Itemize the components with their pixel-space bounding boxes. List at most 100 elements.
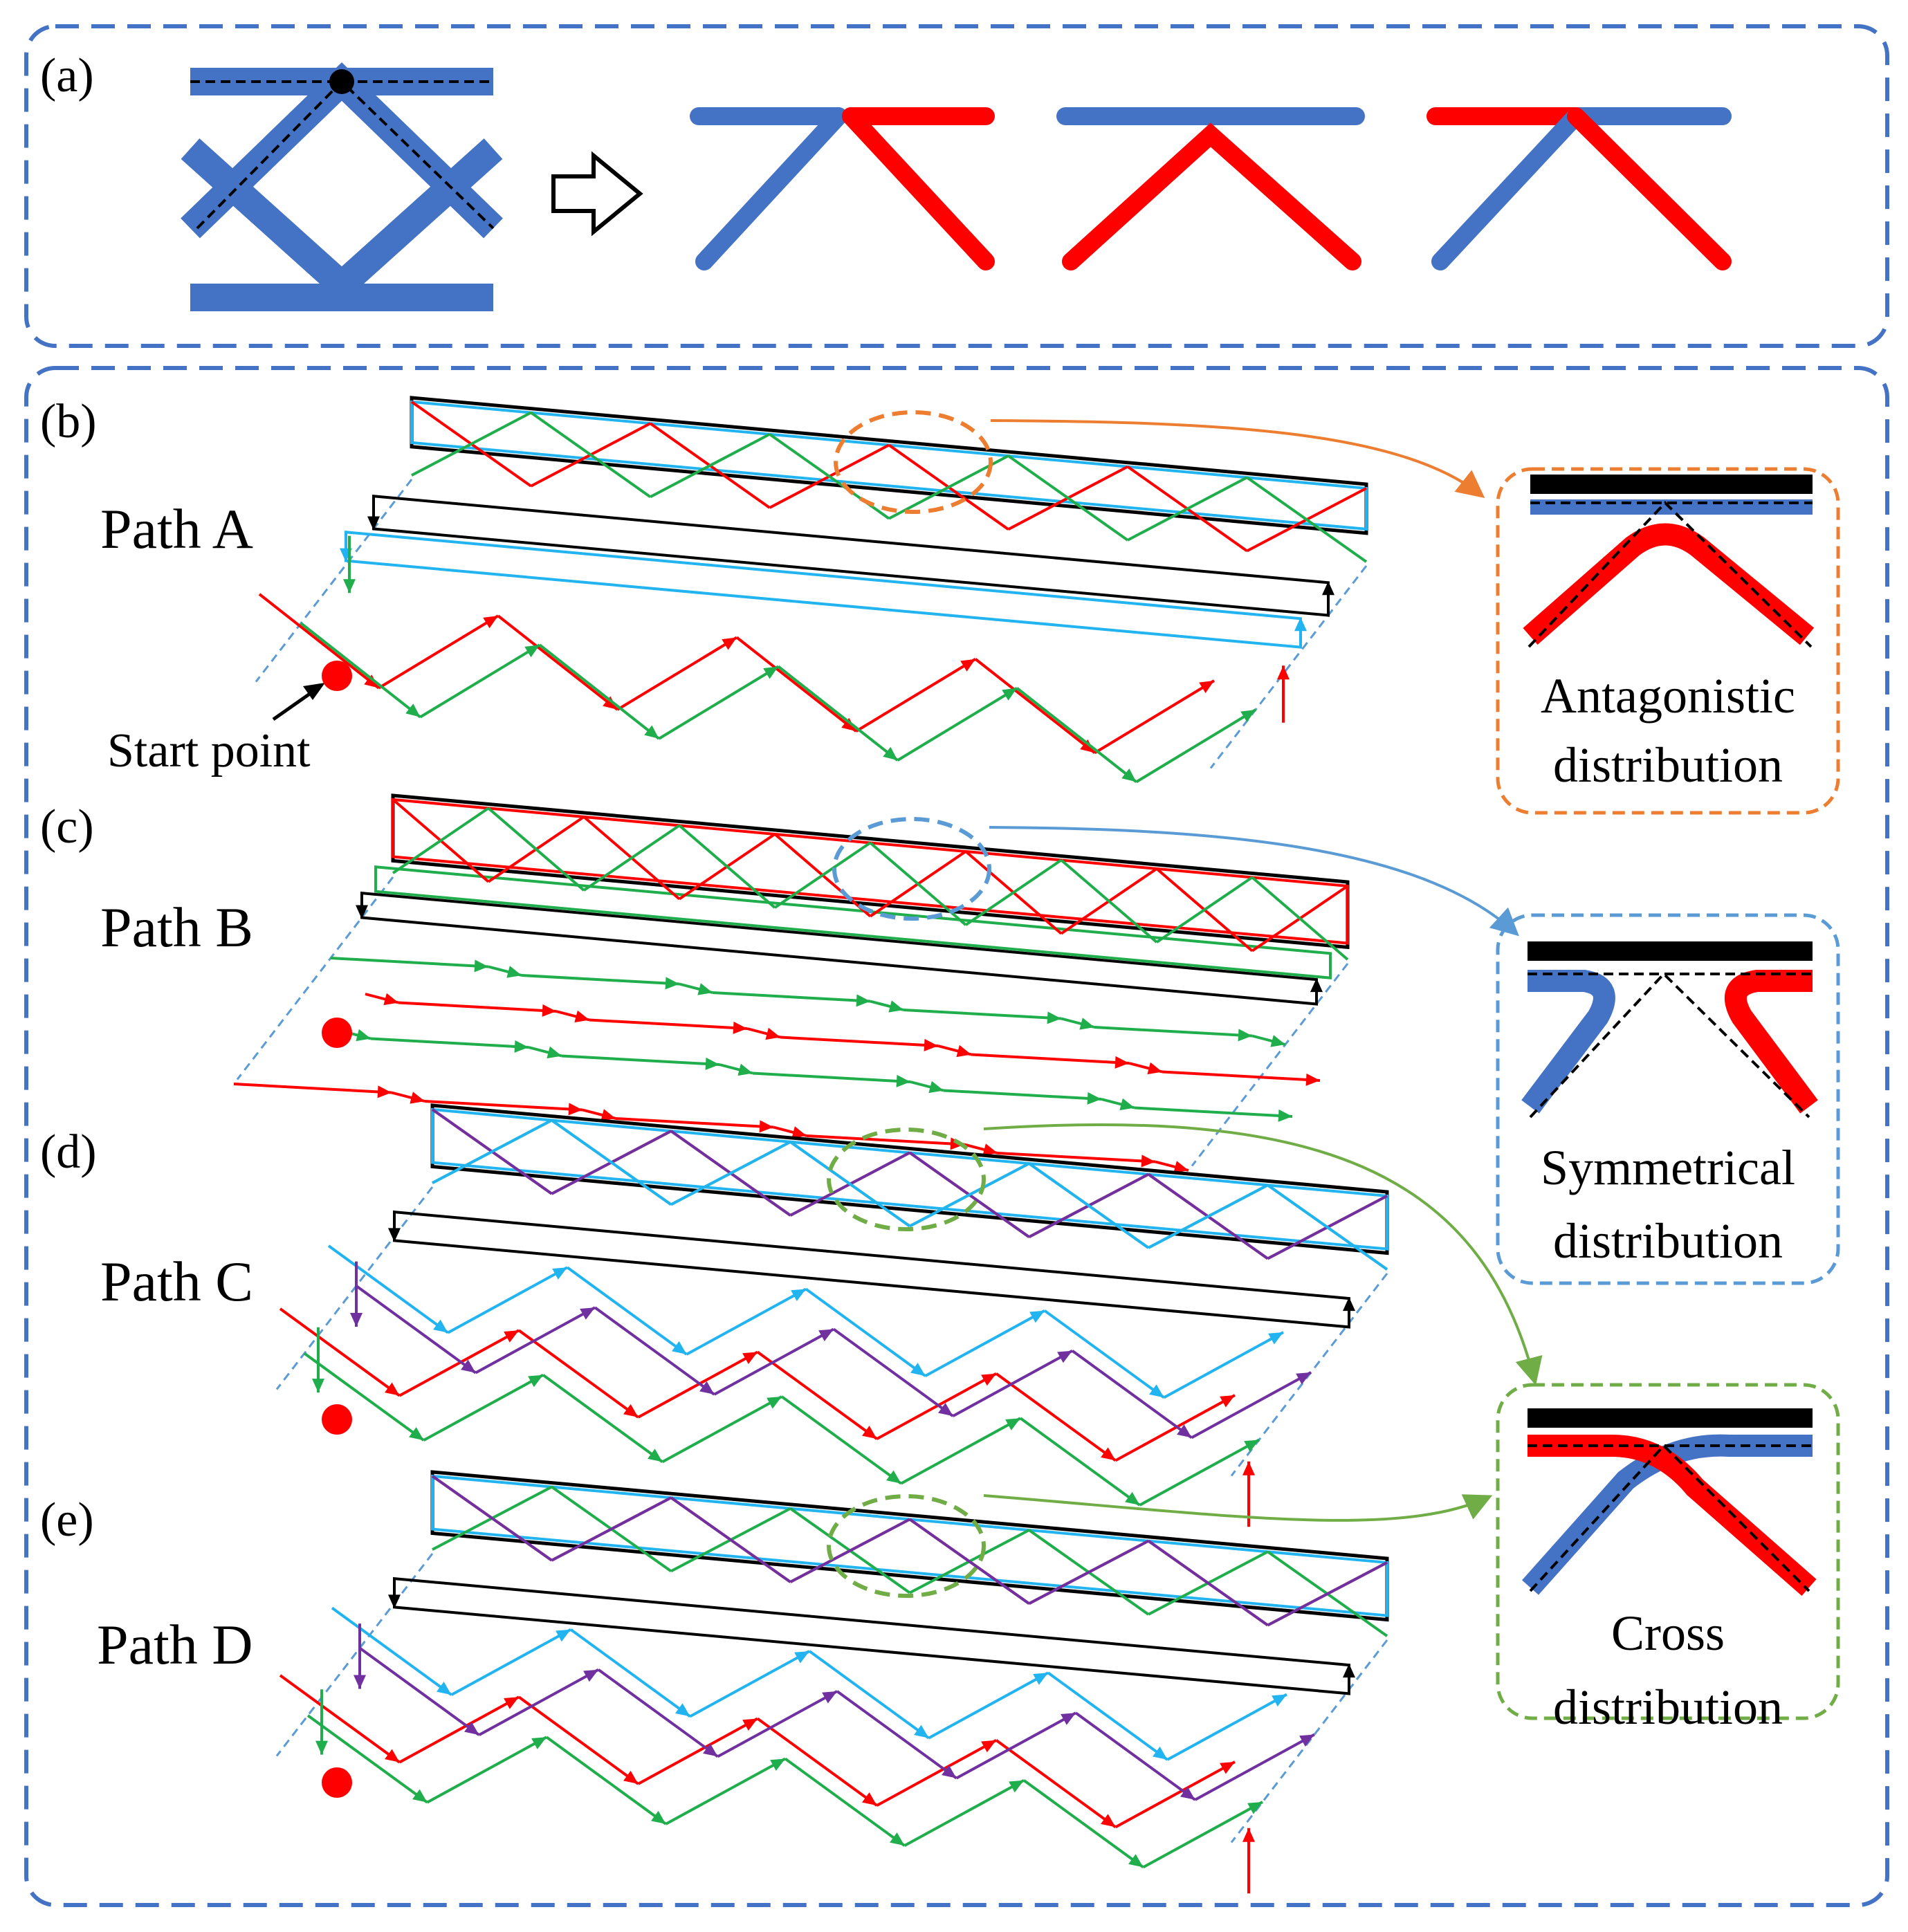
path-segment: [997, 1152, 1156, 1163]
path-segment: [419, 643, 541, 719]
path-segment: [1147, 1540, 1269, 1627]
path-arrowhead: [1343, 1297, 1355, 1312]
path-arrowhead: [1242, 1828, 1255, 1842]
path-arrowhead: [791, 1126, 807, 1139]
path-segment: [650, 433, 771, 499]
path-arrowhead: [890, 1832, 905, 1846]
path-segment: [808, 1650, 930, 1740]
path-segment: [398, 1001, 557, 1013]
path-segment: [928, 1671, 1049, 1740]
path-arrowhead: [1299, 1734, 1314, 1747]
path-arrowhead: [1119, 1098, 1135, 1111]
inset-antagonistic-line1: Antagonistic: [1541, 668, 1795, 724]
path-segment: [327, 1244, 449, 1334]
path-segment: [1135, 708, 1257, 784]
path-segment: [551, 1496, 672, 1562]
path-arrowhead: [367, 516, 380, 531]
inset-cross-line2: distribution: [1553, 1680, 1783, 1735]
path-name-c: Path B: [100, 896, 253, 959]
path-arrowhead: [938, 1403, 953, 1417]
path-segment: [658, 665, 780, 740]
path-segment: [665, 1757, 786, 1825]
callout-e: [827, 1494, 1493, 1598]
panel-label-a: (a): [40, 49, 94, 102]
path-segment: [773, 841, 872, 909]
path-segment: [832, 1327, 954, 1417]
path-arrowhead: [1238, 1029, 1252, 1042]
path-arrowhead: [960, 659, 975, 672]
path-segment: [1060, 858, 1158, 944]
path-segment: [909, 1162, 1030, 1228]
rail-frame: [410, 400, 1368, 531]
path-arrowhead: [886, 1470, 901, 1484]
path-arrowhead: [542, 1004, 556, 1017]
lattice-structure-path-d: [275, 1470, 1389, 1894]
path-arrowhead: [1220, 1395, 1235, 1408]
rail-frame: [374, 865, 1332, 979]
inset-antagonistic: Antagonistic distribution: [1496, 467, 1840, 815]
path-arrowhead: [737, 1063, 753, 1076]
path-segment: [355, 1285, 477, 1374]
path-arrowhead: [924, 1038, 938, 1051]
path-arrowhead: [742, 1352, 758, 1364]
path-arrowhead: [672, 1341, 687, 1354]
path-segment: [670, 1496, 791, 1583]
path-segment: [1047, 1671, 1168, 1761]
start-point-marker-d: [322, 1404, 352, 1435]
callout-d: [827, 1123, 1543, 1386]
path-segment: [1155, 876, 1254, 944]
rail-frame: [393, 1576, 1350, 1695]
path-arrowhead: [1270, 1035, 1285, 1047]
path-arrowhead: [433, 1319, 448, 1333]
path-segment: [426, 1736, 547, 1804]
path-segment: [1134, 1106, 1293, 1118]
path-segment: [943, 1089, 1102, 1101]
path-segment: [712, 991, 871, 1003]
path-segment: [566, 1266, 688, 1356]
path-arrowhead: [580, 1307, 595, 1320]
path-segment: [1166, 1693, 1287, 1761]
guide-dashed-line: [1209, 565, 1368, 769]
start-point-marker: [322, 661, 352, 691]
path-segment: [475, 1306, 596, 1374]
path-arrowhead: [524, 645, 540, 658]
path-segment: [497, 614, 618, 711]
path-segment: [615, 1117, 774, 1129]
path-segment: [1194, 1733, 1315, 1801]
inset-antagonistic-line2: distribution: [1553, 737, 1783, 793]
path-arrowhead: [1141, 1154, 1155, 1168]
path-arrowhead: [385, 1749, 400, 1763]
path-arrowhead: [1278, 1109, 1292, 1122]
path-arrowhead: [556, 1629, 571, 1642]
path-segment: [589, 1018, 748, 1030]
path-arrowhead: [697, 983, 713, 995]
path-segment: [717, 1690, 838, 1758]
path-segment: [583, 824, 681, 892]
path-segment: [974, 658, 1096, 754]
path-arrowhead: [675, 1703, 690, 1717]
path-arrowhead: [1153, 1746, 1168, 1760]
panel-label-b: (b): [40, 395, 97, 448]
path-arrowhead: [733, 1021, 747, 1034]
path-segment: [900, 1417, 1021, 1485]
path-arrowhead: [385, 1382, 400, 1396]
path-segment: [955, 1711, 1076, 1780]
path-segment: [378, 614, 499, 690]
path-segment: [964, 858, 1063, 926]
path-arrowhead: [1121, 768, 1137, 782]
path-segment: [1267, 1184, 1388, 1271]
path-segment: [876, 1372, 997, 1440]
path-segment: [1007, 454, 1129, 542]
path-segment: [777, 665, 899, 762]
lattice-structure-path-b: [233, 793, 1350, 1173]
path-segment: [594, 1306, 715, 1396]
path-segment: [995, 1372, 1117, 1462]
path-segment: [752, 1071, 911, 1083]
lattice-structure-path-c: [275, 1103, 1389, 1527]
path-segment: [670, 1141, 791, 1206]
path-arrowhead: [464, 1722, 479, 1736]
path-arrowhead: [1322, 581, 1334, 596]
path-segment: [521, 974, 680, 986]
start-point-label: Start point: [107, 724, 311, 778]
